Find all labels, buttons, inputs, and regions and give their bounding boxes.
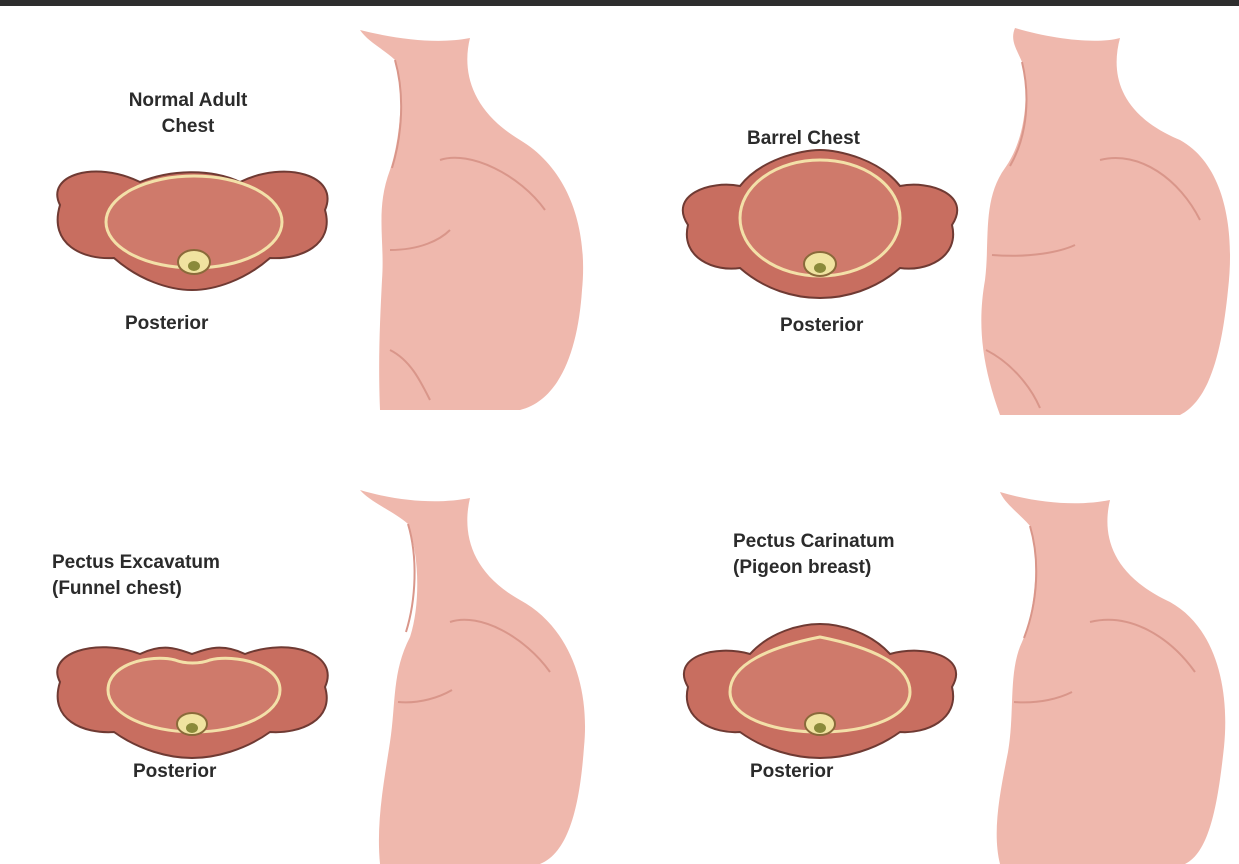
excavatum-title: Pectus Excavatum (Funnel chest) bbox=[52, 550, 220, 602]
excavatum-cross-section bbox=[57, 647, 327, 758]
normal-cross-section bbox=[57, 172, 327, 290]
carinatum-title-line2: (Pigeon breast) bbox=[733, 555, 895, 581]
carinatum-cross-section bbox=[684, 624, 956, 758]
normal-title-line1: Normal Adult bbox=[108, 88, 268, 114]
barrel-torso-profile bbox=[981, 28, 1230, 415]
barrel-caption: Posterior bbox=[780, 313, 863, 339]
carinatum-torso-profile bbox=[997, 492, 1226, 864]
barrel-title: Barrel Chest bbox=[747, 126, 860, 152]
normal-chest-illustration bbox=[0, 0, 620, 432]
panel-pectus-excavatum: Pectus Excavatum (Funnel chest) Posterio… bbox=[0, 432, 620, 864]
excavatum-illustration bbox=[0, 432, 620, 864]
excavatum-title-line1: Pectus Excavatum bbox=[52, 550, 220, 576]
excavatum-title-line2: (Funnel chest) bbox=[52, 576, 220, 602]
barrel-cross-section bbox=[683, 150, 957, 298]
carinatum-illustration bbox=[620, 432, 1239, 864]
barrel-chest-illustration bbox=[620, 0, 1239, 432]
panel-normal-adult-chest: Normal Adult Chest Posterior bbox=[0, 0, 620, 432]
normal-title: Normal Adult Chest bbox=[108, 88, 268, 140]
excavatum-caption: Posterior bbox=[133, 759, 216, 785]
carinatum-title: Pectus Carinatum (Pigeon breast) bbox=[733, 529, 895, 581]
normal-title-line2: Chest bbox=[108, 114, 268, 140]
carinatum-title-line1: Pectus Carinatum bbox=[733, 529, 895, 555]
panel-pectus-carinatum: Pectus Carinatum (Pigeon breast) Posteri… bbox=[620, 432, 1239, 864]
normal-torso-profile bbox=[360, 30, 583, 410]
panel-barrel-chest: Barrel Chest Posterior bbox=[620, 0, 1239, 432]
excavatum-torso-profile bbox=[360, 490, 585, 864]
carinatum-caption: Posterior bbox=[750, 759, 833, 785]
normal-caption: Posterior bbox=[125, 311, 208, 337]
